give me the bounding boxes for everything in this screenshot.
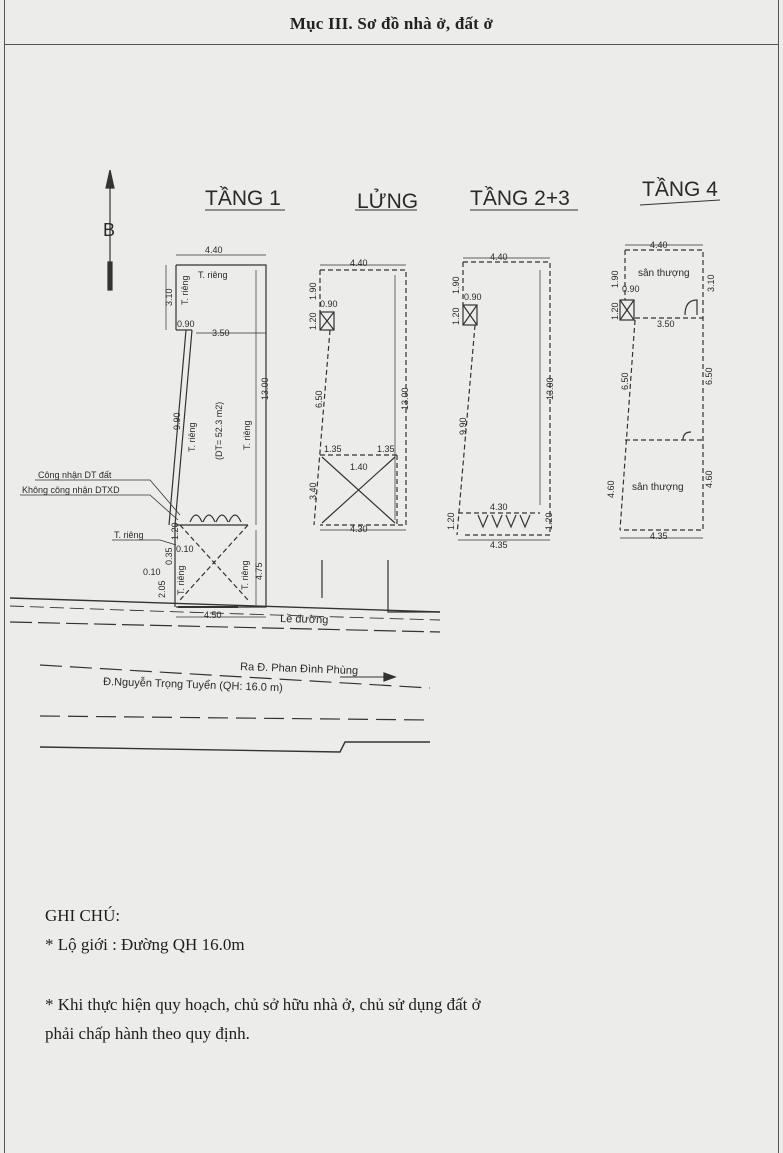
floor-2-3-plan — [456, 209, 578, 541]
f1-dim-top: 4.40 — [205, 245, 223, 255]
f1-private-bottom: T. riêng — [176, 565, 186, 595]
mezz-dim-e: 1.35 — [324, 444, 342, 454]
f1-private-callout: T. riêng — [114, 530, 144, 540]
f23-dim-d: 9.90 — [458, 417, 468, 435]
north-arrow-icon — [105, 169, 115, 291]
f23-dim-top: 4.40 — [490, 252, 508, 262]
floor-2-3-title: TẦNG 2+3 — [470, 187, 570, 210]
north-label: B — [103, 220, 115, 240]
callout-land-area: Công nhận DT đất — [38, 470, 112, 480]
mezz-dim-d: 6.50 — [314, 390, 324, 408]
f1-dim-a: 3.10 — [164, 288, 174, 306]
f1-dim-d: 9.90 — [172, 412, 182, 430]
mezz-dim-f: 1.35 — [377, 444, 395, 454]
title-divider — [4, 44, 779, 45]
mezz-dim-top: 4.40 — [350, 258, 368, 268]
floor-1-plan — [20, 209, 285, 618]
f4-dim-d: 3.10 — [706, 274, 716, 292]
f4-dim-c: 1.20 — [610, 302, 620, 320]
street-lines — [9, 560, 441, 753]
f4-dim-b: 0.90 — [622, 284, 640, 294]
f23-dim-c: 1.20 — [451, 307, 461, 325]
note-planning-2: phải chấp hành theo quy định. — [45, 1024, 250, 1043]
f23-dim-bottom: 4.35 — [490, 540, 508, 550]
f23-dim-a: 1.90 — [451, 276, 461, 294]
f4-terrace-bottom: sân thượng — [632, 482, 684, 493]
sidewalk-label: Lề đường — [280, 613, 329, 626]
f1-private-mid: T. riêng — [187, 422, 197, 452]
f4-terrace-top: sân thượng — [638, 268, 690, 279]
document-sheet — [4, 0, 779, 1153]
f1-private-lower-right: T. riêng — [240, 560, 250, 590]
f4-dim-bottom: 4.35 — [650, 531, 668, 541]
road-label: Đ.Nguyễn Trọng Tuyển (QH: 16.0 m) — [103, 675, 283, 694]
notes-heading: GHI CHÚ: — [45, 906, 121, 925]
floor-4-plan — [619, 199, 721, 539]
mezz-dim-b: 0.90 — [320, 299, 338, 309]
f4-dim-i: 4.60 — [704, 470, 714, 488]
f23-dim-right: 13.00 — [545, 377, 555, 400]
f4-dim-h: 4.60 — [606, 480, 616, 498]
f1-dim-f: 0.10 — [176, 544, 194, 554]
f4-dim-a: 1.90 — [610, 270, 620, 288]
f23-dim-e: 4.30 — [490, 502, 508, 512]
f1-dim-h: 0.10 — [143, 567, 161, 577]
floor-1-title: TẦNG 1 — [205, 187, 281, 210]
f1-dim-c: 3.50 — [212, 328, 230, 338]
f1-private-top: T. riêng — [198, 270, 228, 280]
mezz-dim-bottom: 4.30 — [350, 524, 368, 534]
mezz-dim-g: 1.40 — [350, 462, 368, 472]
note-planning-1: * Khi thực hiện quy hoạch, chủ sở hữu nh… — [45, 995, 481, 1014]
f1-dim-right: 13.00 — [260, 377, 270, 400]
mezzanine-title: LỬNG — [357, 189, 418, 213]
mezz-dim-c: 1.20 — [308, 312, 318, 330]
f1-dim-b: 0.90 — [177, 319, 195, 329]
f1-dim-j: 4.75 — [254, 562, 264, 580]
mezz-dim-right: 13.00 — [400, 387, 410, 410]
f1-dim-bottom: 4.50 — [204, 610, 222, 620]
f23-dim-g: 1.20 — [544, 512, 554, 530]
f1-area: (DT= 52.3 m2) — [214, 402, 224, 460]
floor-4-title: TẦNG 4 — [642, 178, 718, 201]
f4-dim-g: 6.50 — [704, 367, 714, 385]
page-title: Mục III. Sơ đồ nhà ở, đất ở — [289, 14, 494, 33]
f23-dim-b: 0.90 — [464, 292, 482, 302]
f23-dim-f: 1.20 — [446, 512, 456, 530]
f1-private-right: T. riêng — [242, 420, 252, 450]
f1-dim-i: 2.05 — [157, 580, 167, 598]
callout-construction-area: Không công nhận DTXD — [22, 485, 120, 495]
f1-dim-e: 1.20 — [170, 522, 180, 540]
f4-dim-e: 3.50 — [657, 319, 675, 329]
mezz-dim-h: 3.40 — [308, 482, 318, 500]
note-road-boundary: * Lộ giới : Đường QH 16.0m — [45, 935, 245, 954]
direction-label: Ra Đ. Phan Đình Phùng — [240, 661, 358, 677]
mezzanine-plan — [313, 209, 417, 531]
f4-dim-f: 6.50 — [620, 372, 630, 390]
f4-dim-top: 4.40 — [650, 240, 668, 250]
mezz-dim-a: 1.90 — [308, 282, 318, 300]
f1-private-side: T. riêng — [180, 275, 190, 305]
f1-dim-g: 0.35 — [164, 547, 174, 565]
